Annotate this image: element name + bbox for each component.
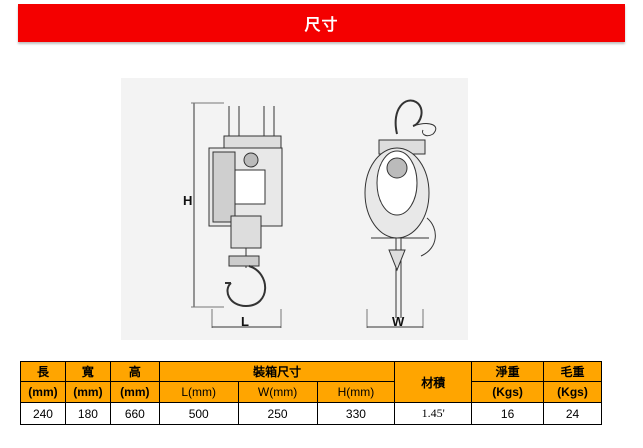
unit-width: (mm) bbox=[64, 381, 111, 403]
unit-pack-w: W(mm) bbox=[237, 381, 318, 403]
unit-net-weight: (Kgs) bbox=[471, 381, 545, 403]
value-length: 240 bbox=[20, 402, 66, 425]
unit-gross-weight: (Kgs) bbox=[543, 381, 602, 403]
unit-pack-l: L(mm) bbox=[158, 381, 239, 403]
value-pack-h: 330 bbox=[316, 402, 396, 425]
header-material: 材積 bbox=[394, 361, 473, 403]
unit-length: (mm) bbox=[20, 381, 66, 403]
unit-height: (mm) bbox=[109, 381, 160, 403]
header-gross-weight: 毛重 bbox=[543, 361, 602, 382]
hoist-diagram bbox=[191, 99, 437, 328]
value-pack-w: 250 bbox=[237, 402, 318, 425]
dimension-label-w: W bbox=[392, 314, 405, 329]
value-pack-l: 500 bbox=[158, 402, 239, 425]
header-packing-size: 裝箱尺寸 bbox=[158, 361, 396, 382]
value-height: 660 bbox=[109, 402, 160, 425]
page-title: 尺寸 bbox=[304, 15, 339, 34]
value-width: 180 bbox=[64, 402, 111, 425]
value-material: 1.45' bbox=[394, 402, 473, 425]
value-gross-weight: 24 bbox=[543, 402, 602, 425]
spec-table: 長 寬 高 裝箱尺寸 材積 淨重 毛重 (mm) (mm) (mm) L(mm)… bbox=[20, 361, 602, 425]
header-net-weight: 淨重 bbox=[471, 361, 545, 382]
value-net-weight: 16 bbox=[471, 402, 545, 425]
dimension-label-l: L bbox=[241, 314, 249, 329]
header-width: 寬 bbox=[64, 361, 111, 382]
dimension-label-h: H bbox=[183, 193, 193, 208]
unit-pack-h: H(mm) bbox=[316, 381, 396, 403]
dimension-drawing: H L W bbox=[121, 78, 468, 340]
header-length: 長 bbox=[20, 361, 66, 382]
header-height: 高 bbox=[109, 361, 160, 382]
title-banner: 尺寸 bbox=[18, 4, 625, 42]
